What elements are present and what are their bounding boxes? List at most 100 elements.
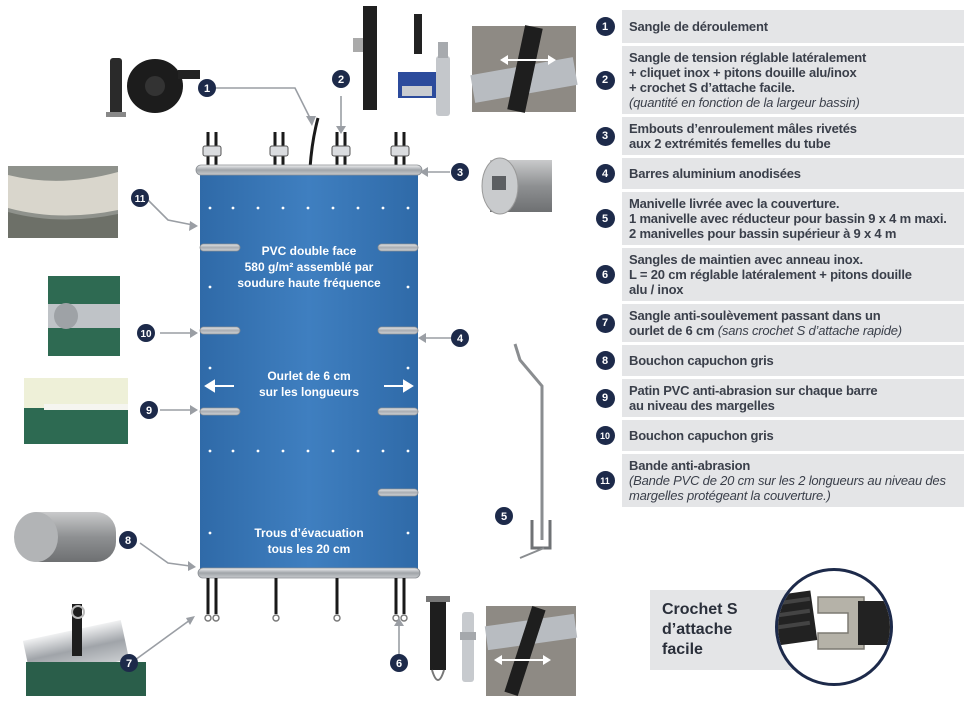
pvc-line-1: PVC double face bbox=[261, 244, 357, 258]
legend-text: ourlet de 6 cm bbox=[629, 323, 715, 338]
legend-text: Sangle de tension réglable latéralement bbox=[629, 50, 867, 65]
legend-text: Bouchon capuchon gris bbox=[629, 428, 774, 443]
retaining-strap-image bbox=[426, 596, 476, 682]
pool-cover-diagram: 1 2 3 4 5 6 7 8 9 10 11 PVC double face … bbox=[8, 6, 578, 696]
legend-item-7: 7 Sangle anti-soulèvement passant dans u… bbox=[588, 304, 964, 342]
drain-holes bbox=[208, 206, 410, 535]
legend-text: Patin PVC anti-abrasion sur chaque barre bbox=[629, 383, 878, 398]
legend-number: 4 bbox=[595, 164, 615, 183]
pvc-line-3: soudure haute fréquence bbox=[237, 276, 381, 290]
bottom-rings bbox=[204, 614, 408, 622]
s-hook-image bbox=[775, 568, 893, 686]
legend-item-6: 6 Sangles de maintien avec anneau inox. … bbox=[588, 248, 964, 301]
grey-cap-photo-8 bbox=[14, 512, 116, 562]
ourlet-line-2: sur les longueurs bbox=[258, 385, 360, 399]
strap-buckles bbox=[202, 145, 410, 157]
legend-number: 1 bbox=[595, 17, 615, 36]
legend-text: 2 manivelles pour bassin supérieur à 9 x… bbox=[629, 226, 897, 241]
legend-item-9: 9 Patin PVC anti-abrasion sur chaque bar… bbox=[588, 379, 964, 417]
callout-2: 2 bbox=[338, 74, 344, 86]
legend-number: 8 bbox=[595, 351, 615, 370]
legend-note: (sans crochet S d’attache rapide) bbox=[717, 323, 902, 338]
panel-label-trous: Trous d’évacuation tous les 20 cm bbox=[222, 525, 396, 557]
callout-7: 7 bbox=[126, 658, 132, 670]
legend-text: Sangle anti-soulèvement passant dans un bbox=[629, 308, 881, 323]
anti-lift-strap-photo bbox=[22, 604, 146, 696]
legend-text: 1 manivelle avec réducteur pour bassin 9… bbox=[629, 211, 947, 226]
legend-item-3: 3 Embouts d’enroulement mâles rivetés au… bbox=[588, 117, 964, 155]
legend-text: Sangles de maintien avec anneau inox. bbox=[629, 252, 863, 267]
strap-roll-image bbox=[106, 58, 200, 117]
bottom-roll-tube bbox=[197, 567, 421, 579]
ratchet-strap-image bbox=[353, 6, 450, 116]
hook-line-2: d’attache bbox=[662, 621, 733, 638]
legend-text: au niveau des margelles bbox=[629, 398, 775, 413]
legend-number: 11 bbox=[595, 471, 615, 490]
hook-line-1: Crochet S bbox=[662, 601, 738, 618]
legend-text: Embouts d’enroulement mâles rivetés bbox=[629, 121, 857, 136]
legend-number: 5 bbox=[595, 209, 615, 228]
legend-item-8: 8 Bouchon capuchon gris bbox=[588, 345, 964, 376]
trous-line-1: Trous d’évacuation bbox=[254, 526, 364, 540]
legend-text: L = 20 cm réglable latéralement + pitons… bbox=[629, 267, 912, 282]
callout-1: 1 bbox=[204, 83, 210, 95]
legend-item-1: 1 Sangle de déroulement bbox=[588, 10, 964, 43]
legend-number: 2 bbox=[595, 70, 615, 90]
legend-number: 6 bbox=[595, 265, 615, 284]
legend-text: Barres aluminium anodisées bbox=[629, 166, 801, 181]
legend-text: Manivelle livrée avec la couverture. bbox=[629, 196, 840, 211]
legend-item-2: 2 Sangle de tension réglable latéralemen… bbox=[588, 46, 964, 114]
legend-item-10: 10 Bouchon capuchon gris bbox=[588, 420, 964, 451]
callout-9: 9 bbox=[146, 405, 152, 417]
hook-caption: Crochet S d’attache facile bbox=[662, 600, 772, 660]
legend-text: + cliquet inox + pitons douille alu/inox bbox=[629, 65, 857, 80]
legend-number: 10 bbox=[595, 426, 615, 445]
grey-cap-photo-10 bbox=[48, 276, 120, 356]
legend: 1 Sangle de déroulement 2 Sangle de tens… bbox=[588, 10, 964, 510]
hook-line-3: facile bbox=[662, 641, 703, 658]
legend-text: + crochet S d’attache facile. bbox=[629, 80, 795, 95]
s-hook-svg bbox=[778, 590, 890, 650]
pvc-pad-photo bbox=[24, 378, 128, 444]
callout-markers bbox=[119, 70, 513, 672]
callout-11: 11 bbox=[135, 194, 146, 205]
leader-arrowheads bbox=[186, 116, 428, 626]
end-cap-image bbox=[481, 157, 552, 215]
legend-item-4: 4 Barres aluminium anodisées bbox=[588, 158, 964, 189]
top-straps bbox=[206, 117, 406, 169]
legend-text: Sangle de déroulement bbox=[629, 19, 768, 34]
hem-arrows bbox=[204, 379, 414, 393]
legend-text: Bande anti-abrasion bbox=[629, 458, 751, 473]
legend-item-5: 5 Manivelle livrée avec la couverture. 1… bbox=[588, 192, 964, 245]
callout-8: 8 bbox=[125, 535, 131, 547]
legend-note: (Bande PVC de 20 cm sur les 2 longueurs … bbox=[629, 473, 946, 503]
legend-note: (quantité en fonction de la largeur bass… bbox=[629, 95, 860, 110]
legend-text: Bouchon capuchon gris bbox=[629, 353, 774, 368]
legend-item-11: 11 Bande anti-abrasion (Bande PVC de 20 … bbox=[588, 454, 964, 507]
legend-number: 7 bbox=[595, 313, 615, 333]
bottom-straps bbox=[206, 578, 406, 614]
leader-lines bbox=[134, 87, 452, 662]
top-roll-tube bbox=[195, 164, 423, 176]
legend-text: aux 2 extrémités femelles du tube bbox=[629, 136, 831, 151]
callout-10: 10 bbox=[140, 329, 152, 340]
legend-text: alu / inox bbox=[629, 282, 684, 297]
callout-6: 6 bbox=[396, 658, 402, 670]
tube-strap-photo bbox=[470, 25, 578, 113]
legend-number: 9 bbox=[595, 388, 615, 408]
callout-3: 3 bbox=[457, 167, 463, 179]
crank-image bbox=[513, 343, 552, 559]
cover-panel bbox=[200, 172, 418, 572]
legend-number: 3 bbox=[595, 126, 615, 146]
callout-5: 5 bbox=[501, 511, 507, 523]
trous-line-2: tous les 20 cm bbox=[267, 542, 351, 556]
anti-abrasion-band-photo bbox=[8, 166, 118, 238]
callout-numbers: 1 2 3 4 5 6 7 8 9 10 11 bbox=[125, 74, 507, 670]
ourlet-line-1: Ourlet de 6 cm bbox=[267, 369, 351, 383]
bottom-tube-strap-photo bbox=[484, 606, 578, 696]
panel-label-pvc: PVC double face 580 g/m² assemblé par so… bbox=[222, 243, 396, 291]
callout-4: 4 bbox=[457, 333, 464, 345]
pvc-line-2: 580 g/m² assemblé par bbox=[244, 260, 374, 274]
diagram-svg: 1 2 3 4 5 6 7 8 9 10 11 bbox=[8, 6, 578, 696]
panel-label-ourlet: Ourlet de 6 cm sur les longueurs bbox=[222, 368, 396, 400]
